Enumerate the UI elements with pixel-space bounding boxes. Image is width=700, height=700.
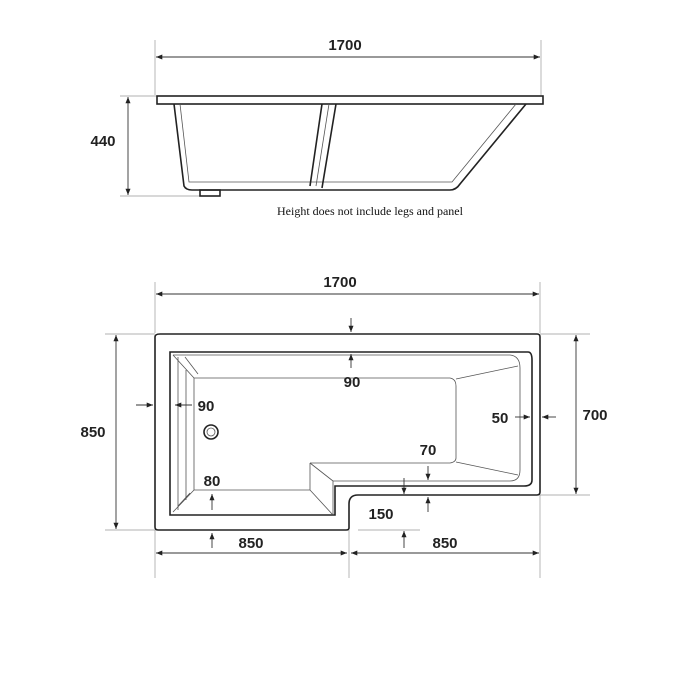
rim-front-right-label: 70 (420, 442, 437, 459)
rim-back-label: 90 (344, 374, 361, 391)
side-length-label: 1700 (328, 37, 361, 54)
shower-end-width-label: 700 (582, 407, 607, 424)
bath-body-outline (173, 103, 527, 191)
rim-left-label: 90 (198, 398, 215, 415)
plan-length-label: 1700 (323, 274, 356, 291)
plan-view: 1700 850 700 90 90 50 (80, 274, 608, 578)
right-section-label: 850 (432, 535, 457, 552)
side-view: 1700 440 Height does not include legs an… (90, 37, 544, 218)
rim-front-left-label: 80 (204, 473, 221, 490)
waste-outlet-plan (203, 424, 219, 440)
plan-width-label: 850 (80, 424, 105, 441)
waste-outlet (199, 189, 221, 197)
bath-plan-outline (154, 333, 541, 531)
side-view-caption: Height does not include legs and panel (277, 204, 464, 218)
left-section-label: 850 (238, 535, 263, 552)
side-height-label: 440 (90, 133, 115, 150)
bath-rim (156, 95, 544, 105)
rim-right-label: 50 (492, 410, 509, 427)
step-label: 150 (368, 506, 393, 523)
